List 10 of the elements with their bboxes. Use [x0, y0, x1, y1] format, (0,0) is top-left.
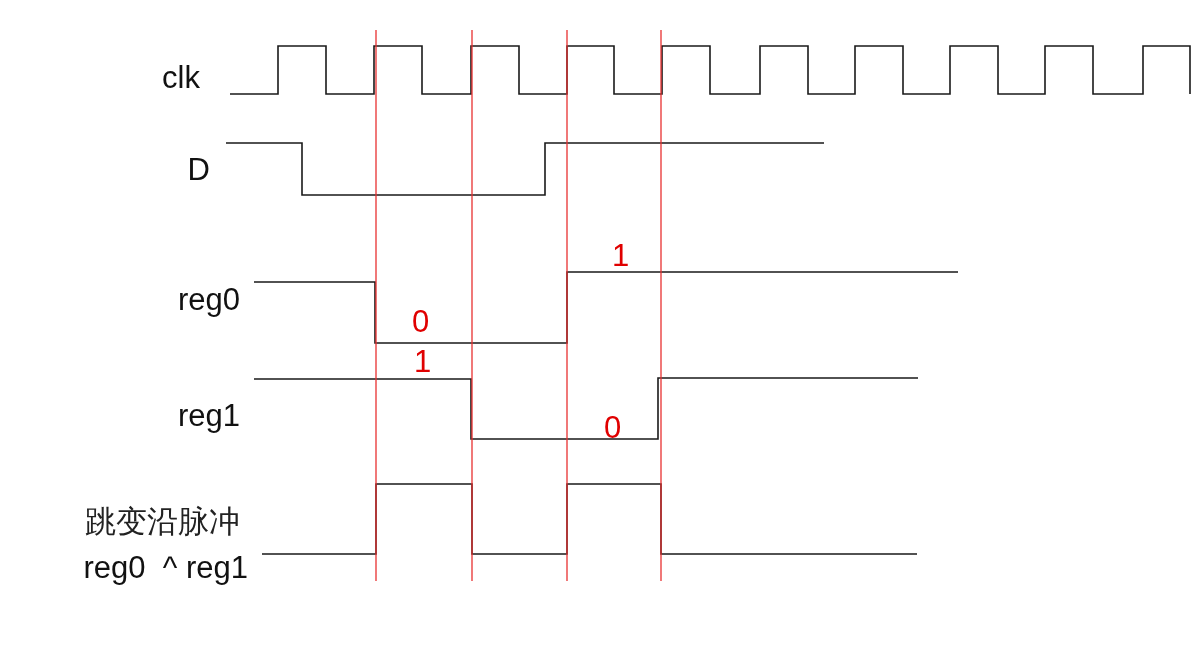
signal-name: reg0 [177, 284, 240, 315]
signal-name: reg0 ^ reg1 [83, 552, 248, 583]
logic-value: 0 [604, 412, 622, 443]
signal-name: clk [162, 62, 200, 93]
logic-value: 1 [612, 240, 630, 271]
signal-name: D [187, 154, 210, 185]
logic-value: 1 [414, 346, 432, 377]
logic-value: 0 [412, 306, 430, 337]
signal-description: 跳变沿脉冲 [85, 506, 240, 537]
signal-name: reg1 [177, 400, 240, 431]
